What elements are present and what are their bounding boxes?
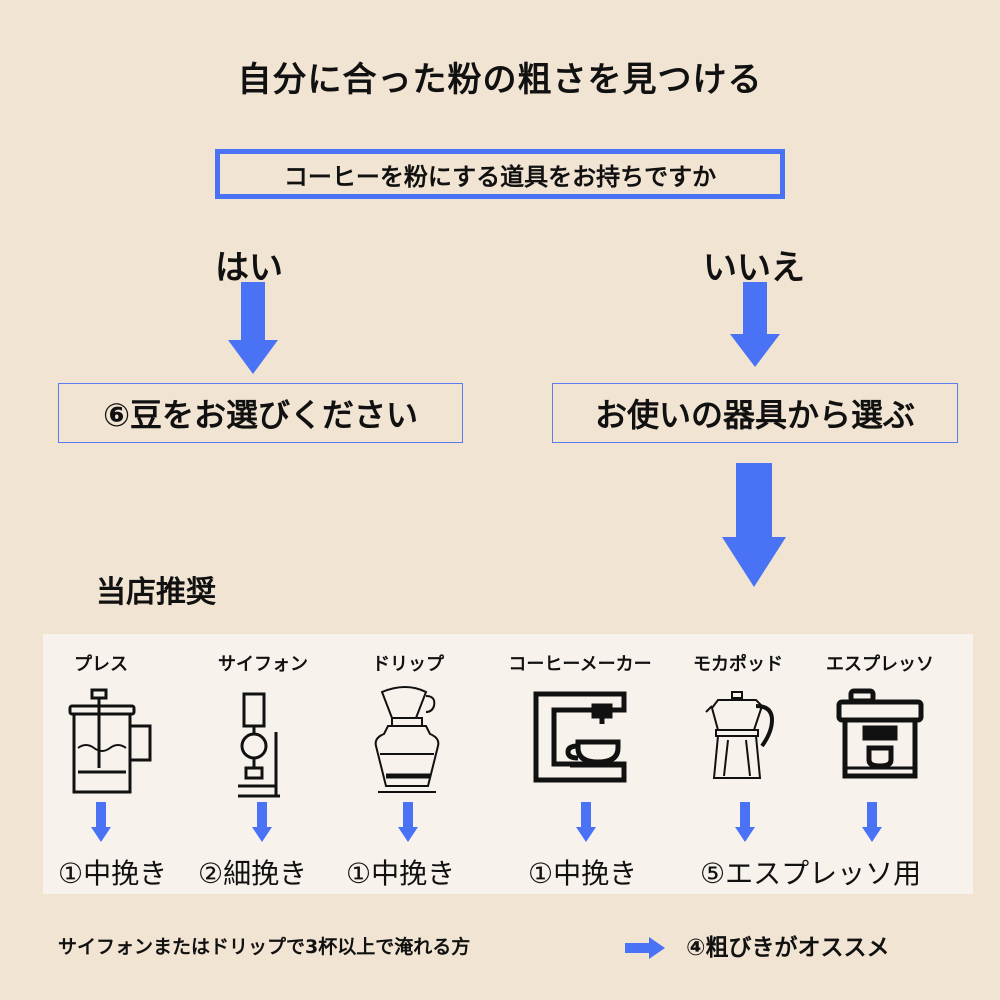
siphon-icon [238,692,280,798]
arrow-right-icon [625,937,665,959]
coffee-maker-icon [533,691,627,783]
arrow-down-icon [735,802,755,842]
moka-pot-icon [705,691,775,779]
arrow-down-icon [91,802,111,842]
tool-label-coffee-maker: コーヒーメーカー [508,654,652,675]
drip-icon [374,686,440,793]
espresso-machine-icon [836,688,924,779]
tool-label-espresso: エスプレッソ [826,654,934,675]
grind-press: ①中挽き [58,857,168,890]
grind-drip: ①中挽き [346,857,456,890]
no-result-box: お使いの器具から選ぶ [552,383,958,443]
french-press-icon [68,688,152,794]
arrow-down-icon [228,282,278,374]
arrow-down-icon [252,802,272,842]
note-result: ④粗びきがオススメ [686,935,890,961]
answer-yes: はい [215,248,283,288]
arrow-down-icon [730,282,780,367]
tool-label-drip: ドリップ [372,654,444,675]
tool-label-moka-pot: モカポッド [693,654,783,675]
arrow-down-icon [398,802,418,842]
tool-label-siphon: サイフォン [218,654,308,675]
page-title: 自分に合った粉の粗さを見つける [237,60,763,100]
question-box: コーヒーを粉にする道具をお持ちですか [215,149,785,199]
arrow-down-large-icon [722,463,786,587]
tool-label-press: プレス [74,654,128,675]
arrow-down-icon [576,802,596,842]
note-text: サイフォンまたはドリップで3杯以上で淹れる方 [58,936,471,958]
recommend-title: 当店推奨 [96,575,216,610]
tools-panel [43,634,973,894]
answer-no: いいえ [703,248,805,288]
yes-result-box: ⑥豆をお選びください [58,383,463,443]
grind-coffee-maker: ①中挽き [528,857,638,890]
arrow-down-icon [862,802,882,842]
grind-espresso: ⑤エスプレッソ用 [700,857,922,890]
grind-siphon: ②細挽き [198,857,308,890]
